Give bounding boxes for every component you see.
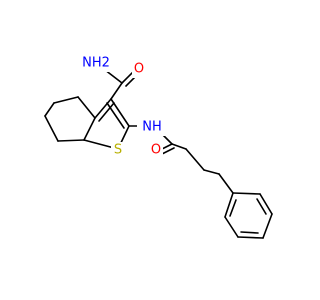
bond-p-inner-3: [256, 198, 267, 215]
bond-c10-o-bottom-double: [161, 147, 175, 155]
bond-c4-c7-double: [98, 102, 115, 122]
o-top-label: O: [134, 62, 144, 77]
bond-c3-c4: [77, 96, 96, 119]
o-top-label-bg: [132, 60, 146, 78]
bond-p5-p6: [259, 193, 273, 215]
atom-labels: NH2 O NH S O: [76, 54, 167, 159]
bond-p1-p2: [224, 192, 234, 218]
bond-c2-c3: [53, 96, 79, 104]
bond-c1-c2: [44, 102, 55, 117]
molecule-canvas: NH2 O NH S O: [44, 54, 273, 239]
bond-c6-c1: [44, 115, 59, 142]
bond-c4-c5: [83, 117, 96, 141]
nh2-label: NH2: [82, 56, 110, 71]
bond-c4-c7: [94, 98, 112, 119]
bond-c11-c12: [185, 148, 205, 171]
structure-diagram: NH2 O NH S O: [44, 54, 273, 239]
nh2-label-bg: [76, 54, 116, 72]
o-bottom-label-bg: [149, 141, 163, 159]
sulfur-label: S: [114, 143, 122, 158]
bond-c12-c13: [203, 169, 220, 175]
bond-p2-p3: [224, 216, 239, 238]
bond-c5-c6: [57, 139, 85, 142]
bond-p-inner-2: [240, 231, 259, 234]
o-bottom-label: O: [151, 143, 161, 158]
bond-p6-p1: [232, 192, 261, 195]
sulfur-label-bg: [111, 142, 125, 158]
bond-c13-c14: [218, 173, 234, 194]
bond-c10-c11: [171, 143, 187, 150]
nh-label: NH: [142, 120, 162, 135]
bond-p4-p5: [262, 213, 273, 239]
bond-p-inner-1: [229, 199, 237, 217]
bond-c7-c8-double: [106, 102, 125, 129]
bond-c7-c9: [110, 82, 123, 100]
bond-p3-p4: [237, 236, 264, 239]
nh-label-bg: [137, 118, 167, 136]
